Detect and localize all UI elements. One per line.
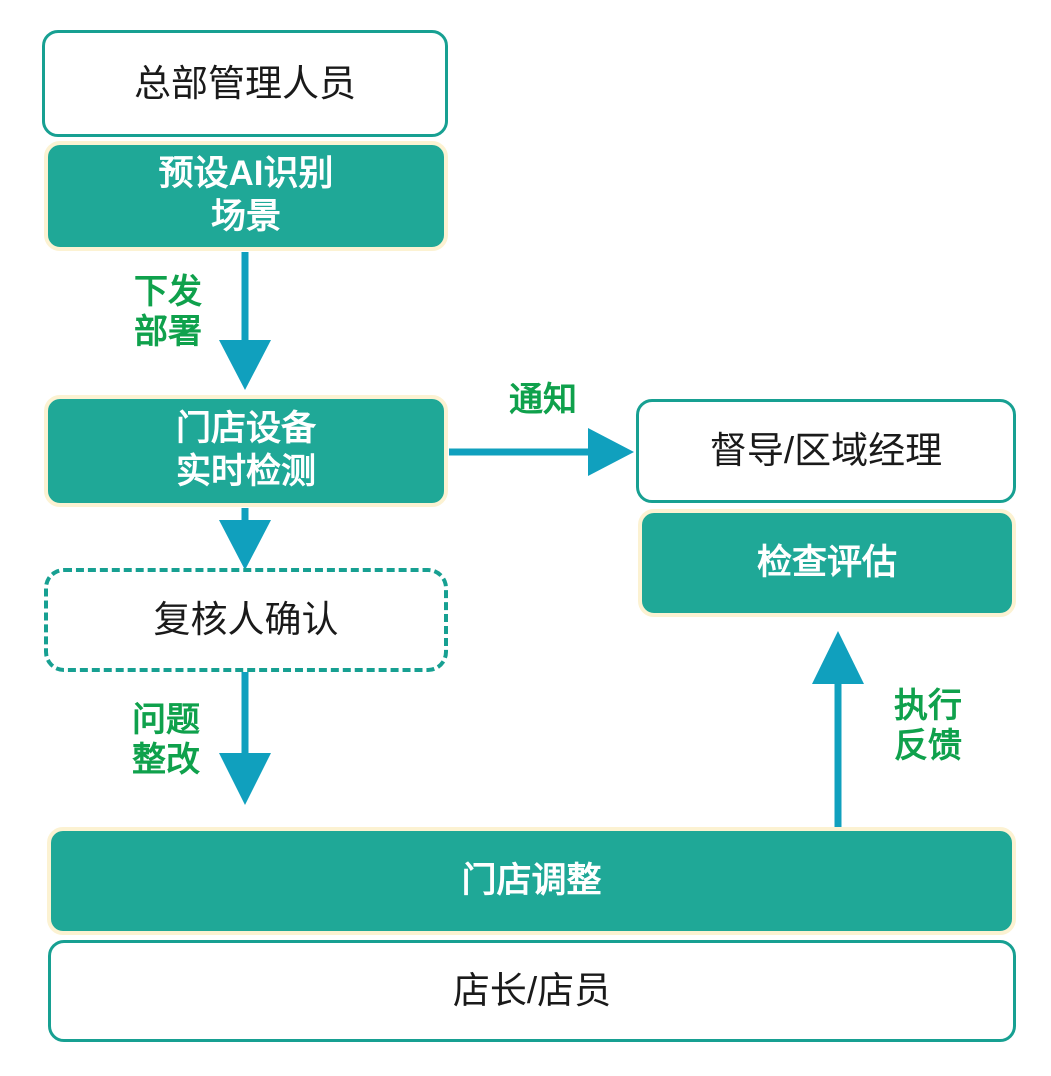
edge-label-feedback: 执行 反馈: [894, 687, 962, 766]
arrow-feedback: [812, 631, 864, 828]
arrow-to-review: [219, 508, 271, 570]
arrow-deploy: [219, 252, 271, 390]
edge-label-deploy: 下发 部署: [134, 273, 202, 352]
node-store-staff-role[interactable]: 店长/店员: [48, 940, 1016, 1042]
node-hq-role[interactable]: 总部管理人员: [42, 30, 448, 137]
node-store-device-detection[interactable]: 门店设备 实时检测: [44, 395, 448, 507]
edge-label-notify: 通知: [509, 381, 577, 419]
node-store-adjustment[interactable]: 门店调整: [47, 827, 1016, 935]
node-supervisor-role[interactable]: 督导/区域经理: [636, 399, 1016, 503]
arrow-notify: [449, 428, 634, 476]
node-reviewer-confirm[interactable]: 复核人确认: [44, 568, 448, 672]
node-preset-ai-scene[interactable]: 预设AI识别 场景: [44, 141, 448, 251]
node-inspection-evaluation[interactable]: 检查评估: [638, 509, 1016, 617]
arrow-rectify: [219, 672, 271, 805]
edge-label-rectify: 问题 整改: [132, 701, 200, 780]
